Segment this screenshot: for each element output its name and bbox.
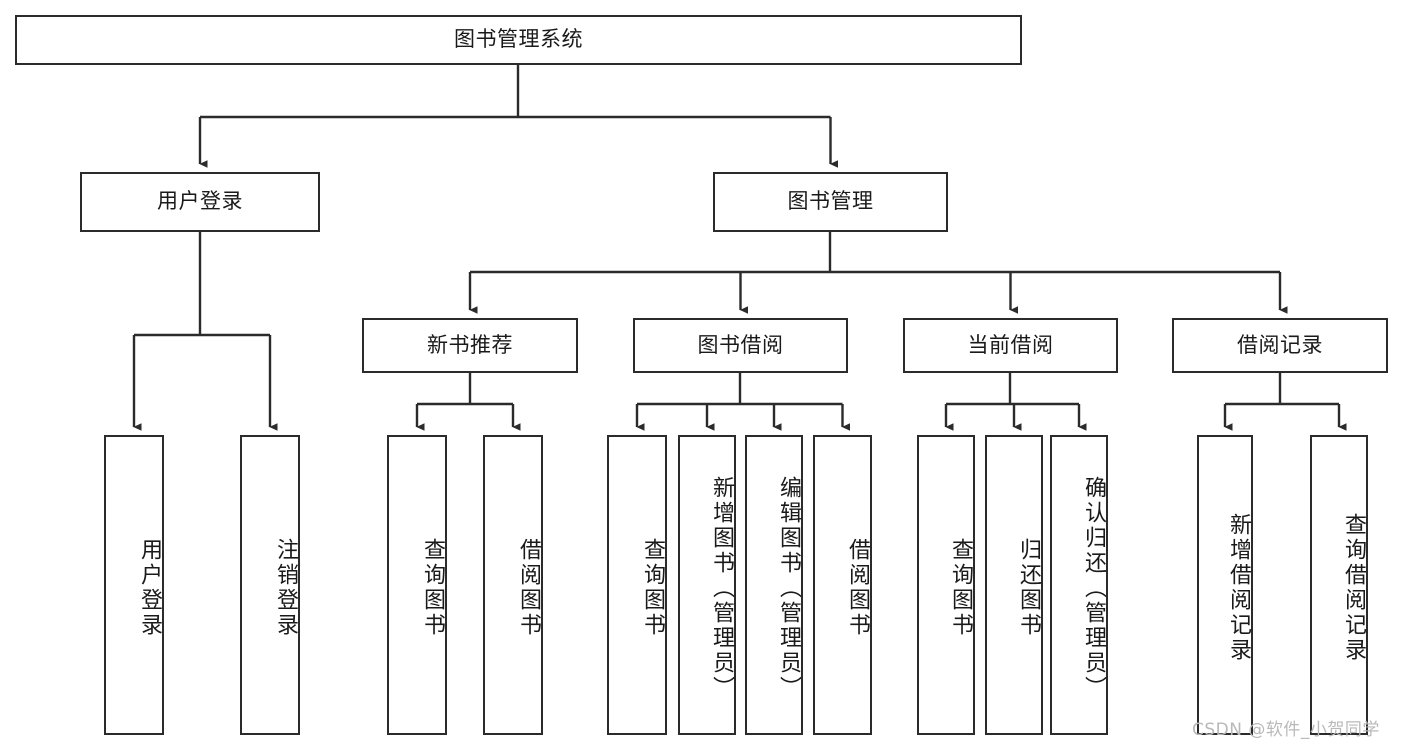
node-leaf-7[interactable]: 编辑图书（管理员） xyxy=(745,435,803,735)
node-book-borrow[interactable]: 图书借阅 xyxy=(633,318,848,373)
node-new-book-rec[interactable]: 新书推荐 xyxy=(362,318,578,373)
node-leaf-12[interactable]: 新增借阅记录 xyxy=(1197,435,1253,735)
node-user-login[interactable]: 用户登录 xyxy=(80,172,320,232)
node-cur-borrow[interactable]: 当前借阅 xyxy=(903,318,1118,373)
node-root[interactable]: 图书管理系统 xyxy=(15,15,1022,65)
node-leaf-4[interactable]: 借阅图书 xyxy=(483,435,543,735)
node-leaf-6[interactable]: 新增图书（管理员） xyxy=(678,435,736,735)
node-leaf-10[interactable]: 归还图书 xyxy=(985,435,1043,735)
node-borrow-log[interactable]: 借阅记录 xyxy=(1172,318,1388,373)
node-leaf-11[interactable]: 确认归还（管理员） xyxy=(1050,435,1108,735)
node-leaf-2[interactable]: 注销登录 xyxy=(240,435,300,735)
node-leaf-3[interactable]: 查询图书 xyxy=(387,435,447,735)
node-leaf-13[interactable]: 查询借阅记录 xyxy=(1310,435,1368,735)
csdn-watermark: CSDN @软件_小贺同学 xyxy=(1192,720,1380,740)
node-leaf-5[interactable]: 查询图书 xyxy=(607,435,667,735)
node-leaf-9[interactable]: 查询图书 xyxy=(917,435,975,735)
node-leaf-8[interactable]: 借阅图书 xyxy=(813,435,872,735)
node-leaf-1[interactable]: 用户登录 xyxy=(104,435,164,735)
node-book-mgmt[interactable]: 图书管理 xyxy=(713,172,948,232)
